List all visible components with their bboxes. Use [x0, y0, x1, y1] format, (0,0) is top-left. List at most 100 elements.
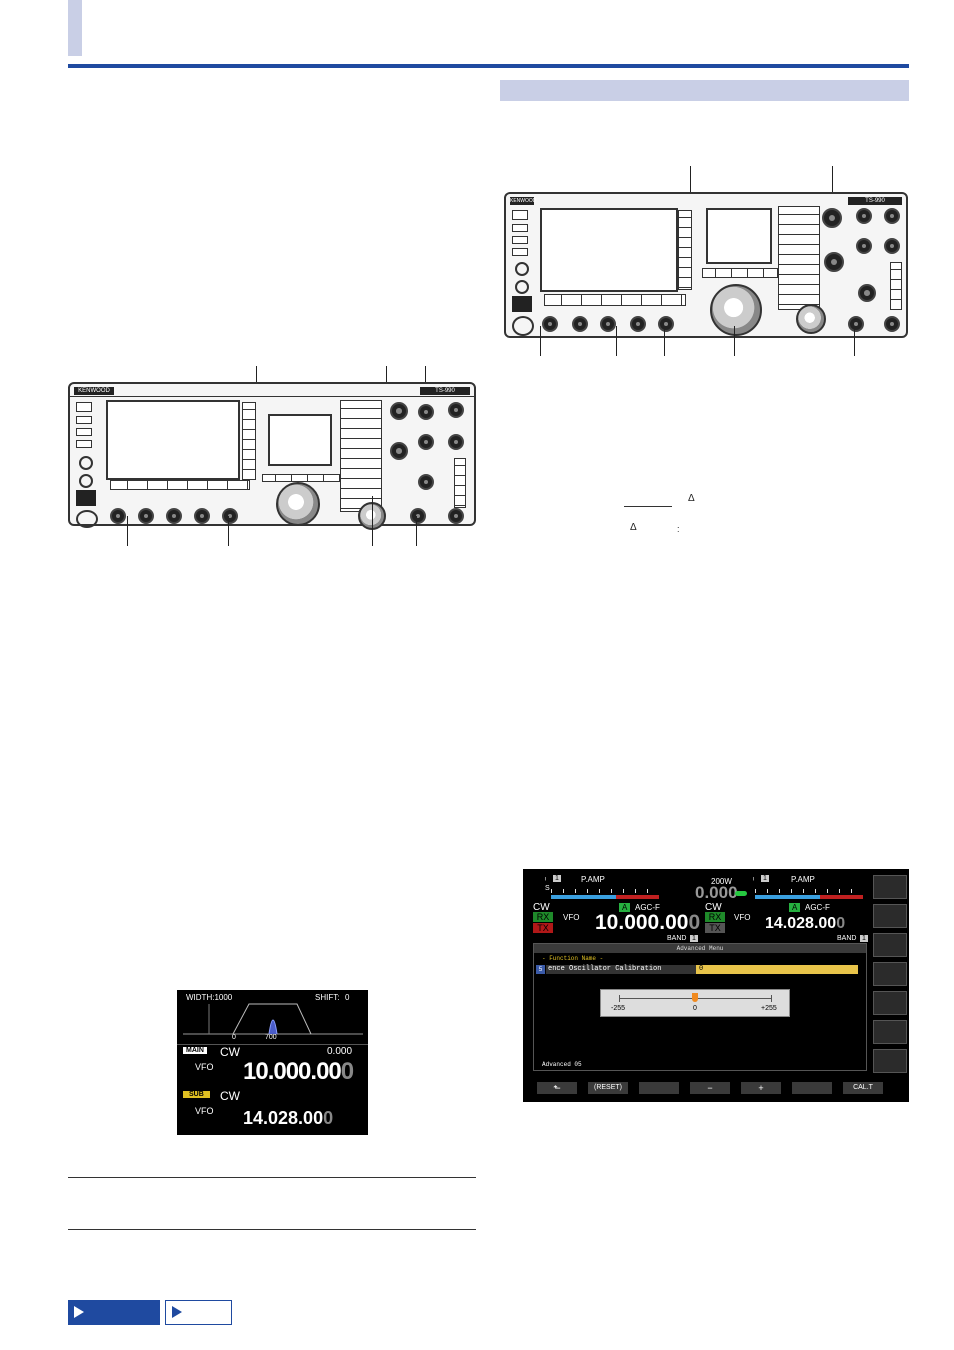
side-keys	[873, 875, 907, 1075]
main-offset: 0.000	[327, 1046, 353, 1057]
key-row	[262, 474, 342, 482]
softkey-back[interactable]: ⬑	[537, 1082, 577, 1094]
band-label: BAND	[667, 935, 687, 942]
side-key[interactable]	[873, 904, 907, 928]
sub-vfo: VFO	[195, 1106, 214, 1116]
main-vfo: VFO	[195, 1062, 214, 1072]
panel-button	[76, 440, 92, 448]
knob	[448, 508, 464, 524]
preamp-left: P.AMP	[581, 875, 605, 884]
sub-frequency: 14.028.000	[243, 1108, 333, 1129]
sub-display	[268, 414, 332, 466]
function-name-header: - Function Name -	[542, 955, 604, 962]
advanced-menu-screen: ᵎ 1 P.AMP S 200W 0.000 ᵎ 1 P.AMP CW RX T…	[523, 869, 909, 1102]
knob	[194, 508, 210, 524]
knob	[600, 316, 616, 332]
usb-port	[512, 296, 532, 312]
mic-jack	[512, 316, 534, 336]
softkey-empty[interactable]	[639, 1082, 679, 1094]
panel-button	[512, 248, 528, 256]
header-accent-block	[68, 0, 82, 56]
callout-line	[127, 516, 128, 546]
knob	[390, 442, 408, 460]
callout-line	[540, 326, 541, 356]
slider-max-label: +255	[761, 1005, 777, 1012]
power-label: 200W	[711, 877, 732, 886]
model-badge: TS-990	[848, 197, 902, 205]
button-column	[890, 262, 902, 310]
side-key-column	[242, 402, 256, 480]
panel-button	[76, 428, 92, 436]
note-rule-top	[68, 1177, 476, 1178]
sub-vfo-label: VFO	[734, 913, 751, 922]
side-key[interactable]	[873, 1049, 907, 1073]
s-meter-bar	[551, 895, 659, 899]
main-frequency-last-digit: 0	[688, 911, 701, 934]
softkey-minus[interactable]: −	[690, 1082, 730, 1094]
side-key[interactable]	[873, 991, 907, 1015]
filter-passband-graph	[183, 1003, 363, 1035]
sub-frequency-digits: 14.028.00	[243, 1108, 324, 1128]
softkey-empty[interactable]	[792, 1082, 832, 1094]
menu-row-name[interactable]: ence Oscillator Calibration	[546, 965, 696, 974]
side-key[interactable]	[873, 875, 907, 899]
side-key[interactable]	[873, 1020, 907, 1044]
filter-width-label: WIDTH:1000	[186, 993, 233, 1002]
side-key[interactable]	[873, 933, 907, 957]
sub-frequency-last-digit: 0	[323, 1108, 334, 1128]
menu-row-value[interactable]: 0	[696, 965, 858, 974]
slider-thumb[interactable]	[692, 993, 698, 1002]
axis-label-700: 700	[265, 1034, 277, 1041]
callout-line	[734, 326, 735, 356]
note-rule-bottom	[68, 1229, 476, 1230]
nav-back-button[interactable]	[68, 1300, 160, 1325]
main-tag: MAIN	[183, 1047, 207, 1054]
main-mode: CW	[220, 1045, 240, 1059]
sub-tx-badge: TX	[705, 923, 725, 933]
knob	[884, 238, 900, 254]
divider	[177, 1044, 368, 1045]
filter-shift-value: 0	[345, 993, 350, 1002]
sub-frequency: 14.028.000	[765, 915, 845, 933]
calibration-slider[interactable]: -255 0 +255	[600, 989, 790, 1017]
softkey-reset[interactable]: (RESET)	[588, 1082, 628, 1094]
antenna-icon-right: ᵎ	[753, 875, 755, 884]
menu-footer-label: Advanced 05	[542, 1061, 582, 1068]
power-value: 0.000	[695, 883, 738, 902]
radio-panel-left-illustration: KENWOOD TS-990	[68, 366, 476, 546]
softkey-cal-t[interactable]: CAL.T	[843, 1082, 883, 1094]
knob	[822, 208, 842, 228]
knob	[418, 404, 434, 420]
radio-panel-right-illustration: KENWOOD TS-990	[500, 166, 908, 356]
filter-display-screen: WIDTH:1000 SHIFT: 0 0 700 MAIN CW 0.000 …	[177, 990, 368, 1135]
knob	[884, 208, 900, 224]
tx-badge: TX	[533, 923, 553, 933]
menu-panel: Advanced Menu - Function Name - 5 ence O…	[533, 943, 867, 1071]
knob	[390, 402, 408, 420]
main-tuning-knob	[710, 284, 762, 336]
nav-next-button[interactable]	[165, 1300, 232, 1325]
callout-line	[664, 326, 665, 356]
panel-button	[512, 210, 528, 220]
side-key-column	[678, 210, 692, 290]
knob	[856, 208, 872, 224]
keypad-grid	[340, 400, 382, 512]
jack	[79, 456, 93, 470]
model-badge: TS-990	[420, 387, 470, 395]
callout-line	[416, 516, 417, 546]
antenna-icon: ᵎ	[545, 875, 547, 884]
filter-shift-label: SHIFT:	[315, 993, 340, 1002]
main-frequency-last-digit: 0	[340, 1058, 354, 1085]
section-heading-bar	[500, 80, 909, 101]
antenna-number-right: 1	[761, 875, 769, 882]
knob	[856, 238, 872, 254]
panel-button	[76, 416, 92, 424]
sub-band-number: 1	[860, 935, 868, 942]
sub-display	[706, 208, 772, 264]
main-display	[540, 208, 678, 292]
side-key[interactable]	[873, 962, 907, 986]
softkey-plus[interactable]: +	[741, 1082, 781, 1094]
slider-mid-label: 0	[693, 1005, 697, 1012]
rx-badge: RX	[533, 912, 553, 922]
knob	[572, 316, 588, 332]
